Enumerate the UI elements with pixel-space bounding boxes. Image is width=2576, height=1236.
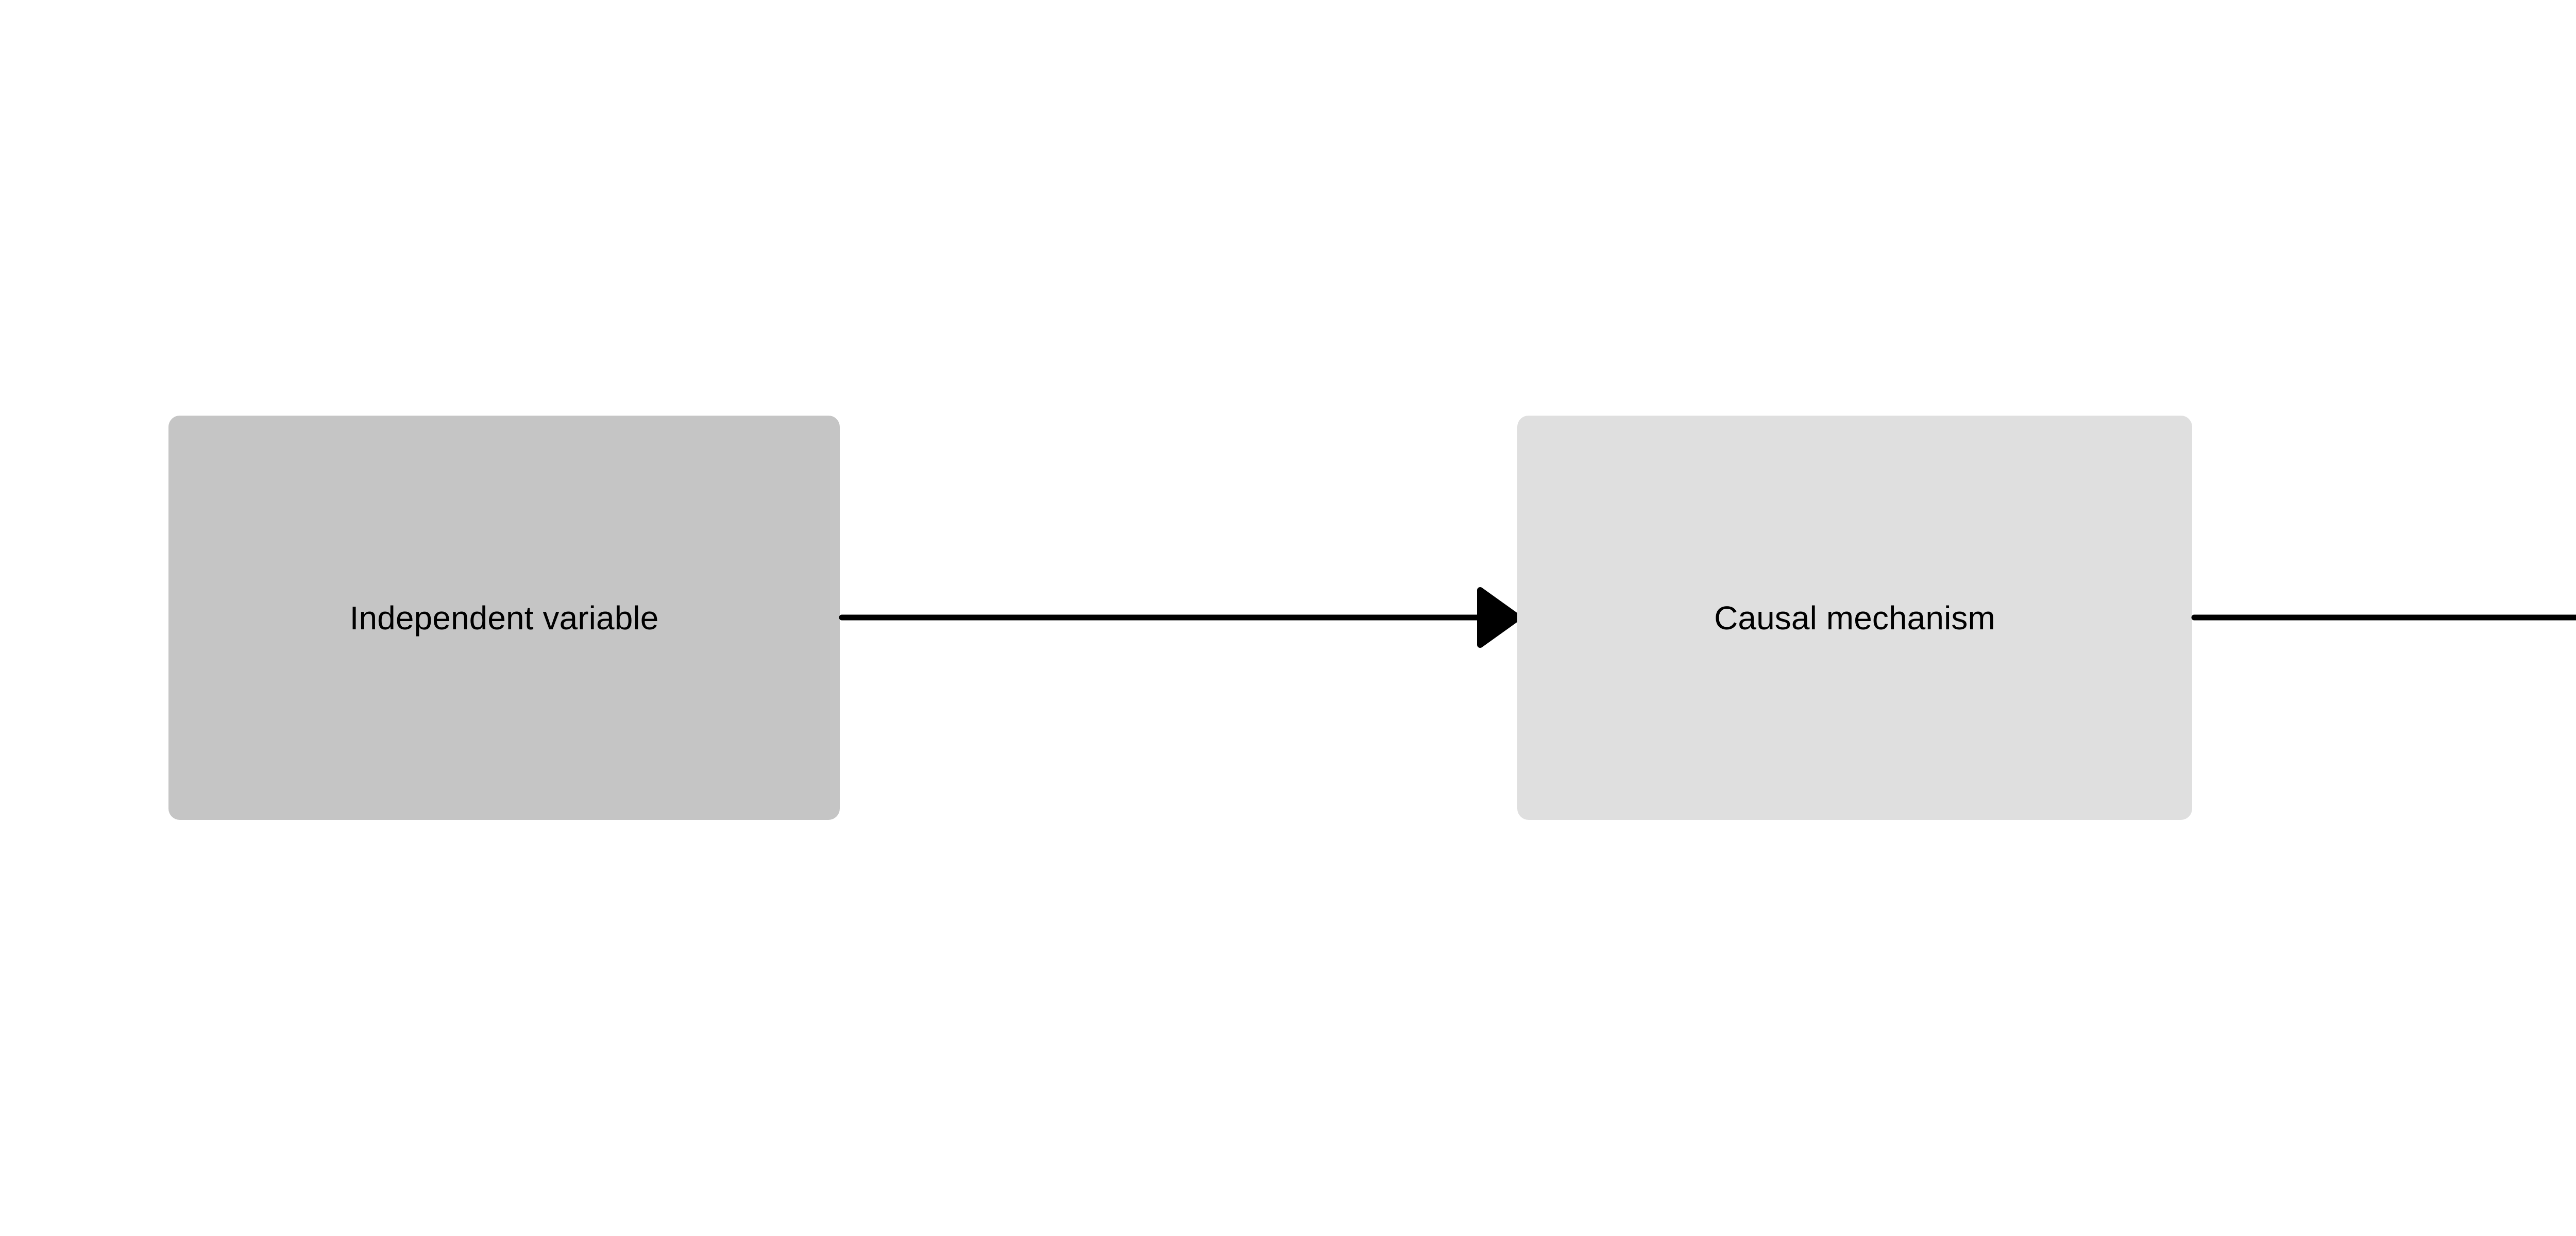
node-causal-mechanism-label: Causal mechanism [1714,599,1995,637]
arrow-right-icon [839,587,1521,648]
node-causal-mechanism[interactable]: Causal mechanism [1517,416,2192,820]
node-independent-variable[interactable]: Independent variable [168,416,840,820]
edge-causal-mechanism-to-dependent-variable[interactable] [2191,582,2576,654]
arrow-right-icon [2191,614,2576,621]
edge-independent-variable-to-causal-mechanism[interactable] [839,582,1521,654]
node-independent-variable-label: Independent variable [349,599,659,637]
